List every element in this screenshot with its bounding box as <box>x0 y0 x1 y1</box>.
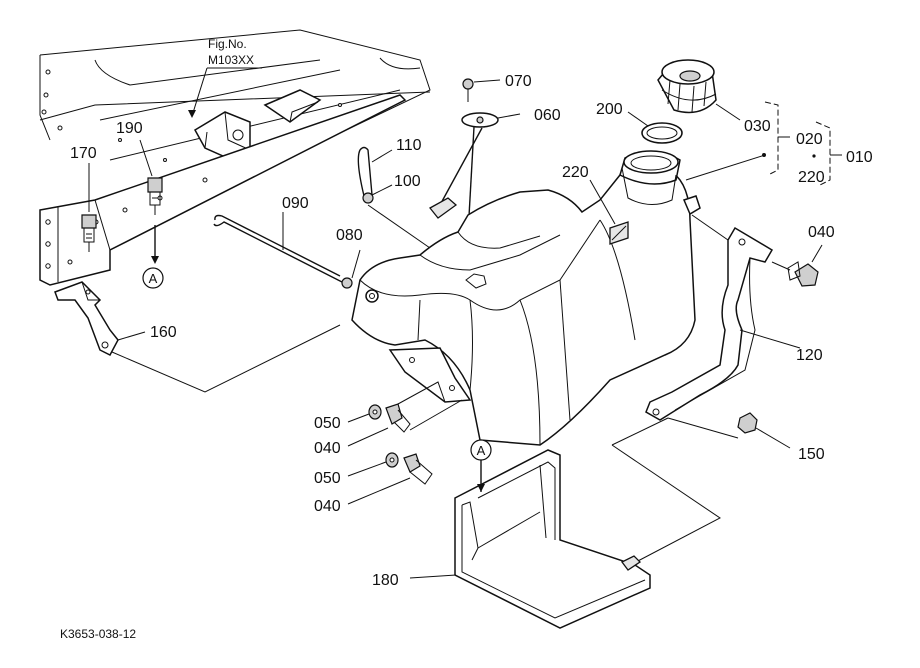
marker-a-label: A <box>477 443 486 458</box>
part-050-washer-upper <box>347 404 382 423</box>
marker-a-label: A <box>149 271 158 286</box>
callout-040-lower: 040 <box>314 498 341 515</box>
part-060-fuel-gauge <box>429 112 521 281</box>
part-070-screw <box>462 78 501 102</box>
part-030-tank-cap <box>657 59 741 121</box>
figure-ref-number: M103XX <box>208 53 254 67</box>
part-050-washer-lower <box>347 452 399 477</box>
callout-160: 160 <box>150 324 177 341</box>
callout-060: 060 <box>534 107 561 124</box>
part-040-bolt-top <box>771 244 823 287</box>
part-040-bolt-lower <box>347 453 433 505</box>
part-150-nut <box>611 412 791 563</box>
callout-200: 200 <box>596 101 623 118</box>
callout-labels: 070 060 200 030 020 010 220 220 110 100 … <box>70 73 873 589</box>
callout-220-label: 220 <box>562 164 589 181</box>
vehicle-frame <box>39 29 431 286</box>
callout-220-assembly: 220 <box>798 169 825 186</box>
part-080-nut <box>341 249 361 289</box>
callout-010: 010 <box>846 149 873 166</box>
marker-a-top: A <box>142 267 164 289</box>
part-180-tray <box>409 449 651 629</box>
part-200-packing <box>627 111 683 144</box>
figure-ref-label: Fig.No. <box>208 37 247 51</box>
callout-100: 100 <box>394 173 421 190</box>
part-090-pipe <box>213 212 343 283</box>
drawing-code: K3653-038-12 <box>60 627 136 641</box>
marker-a-bottom: A <box>470 439 492 492</box>
callout-040-upper: 040 <box>314 440 341 457</box>
callout-040-top: 040 <box>808 224 835 241</box>
callout-150: 150 <box>798 446 825 463</box>
fuel-tank <box>351 150 766 446</box>
part-160-bracket <box>54 281 341 393</box>
callout-110: 110 <box>396 137 422 154</box>
callout-030: 030 <box>744 118 771 135</box>
callout-070: 070 <box>505 73 532 90</box>
callout-020: 020 <box>796 131 823 148</box>
callout-050-lower: 050 <box>314 470 341 487</box>
callout-180: 180 <box>372 572 399 589</box>
assembly-bracket <box>764 101 842 187</box>
part-190-bolt <box>139 139 163 264</box>
part-120-strap <box>645 214 801 421</box>
callout-120: 120 <box>796 347 823 364</box>
part-040-bolt-upper <box>347 381 463 447</box>
callout-080: 080 <box>336 227 363 244</box>
callout-050-upper: 050 <box>314 415 341 432</box>
figure-reference: Fig.No. M103XX <box>188 37 262 118</box>
callout-190: 190 <box>116 120 143 137</box>
callout-170: 170 <box>70 145 97 162</box>
part-170-bolt <box>81 163 97 252</box>
callout-090: 090 <box>282 195 309 212</box>
